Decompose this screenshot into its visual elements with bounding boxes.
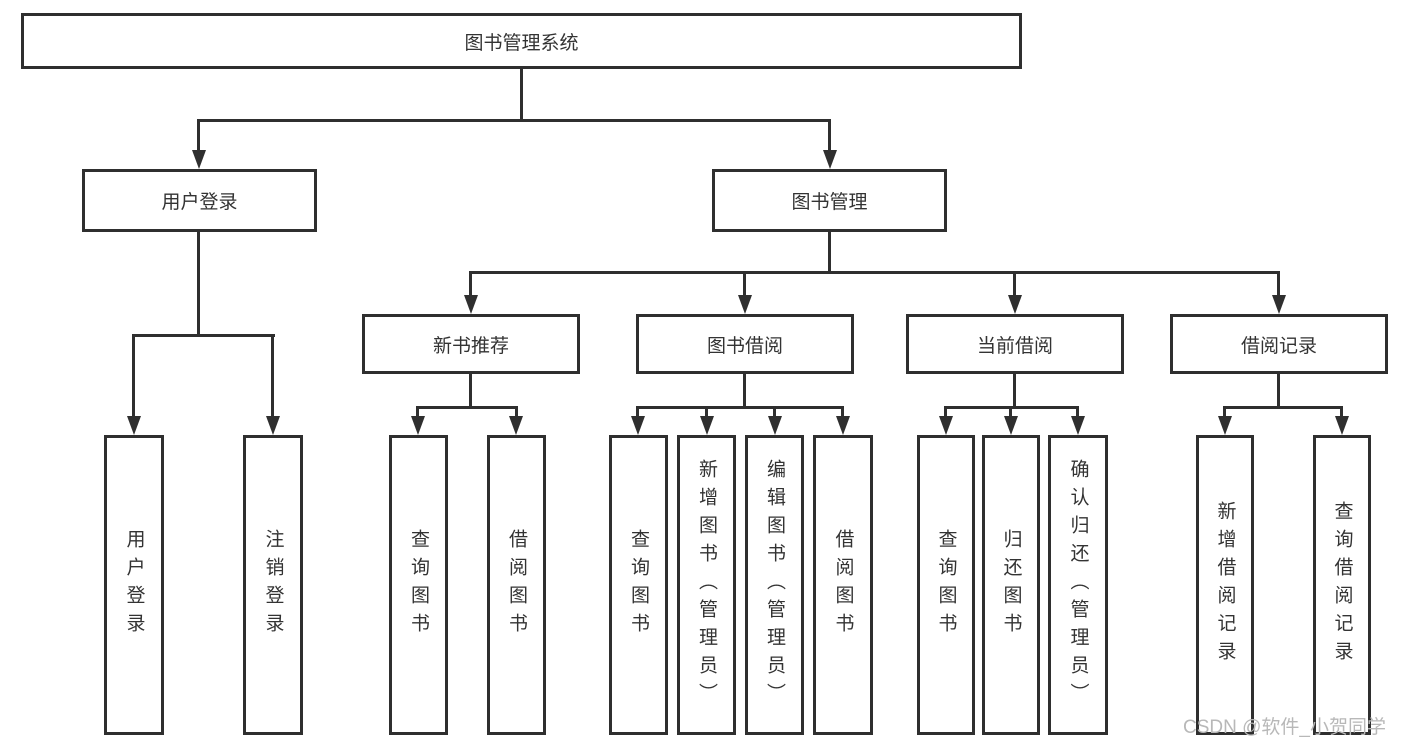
arrow-head-bb-borrow [836,416,850,435]
connector-new-book-drop [469,271,472,295]
node-query-borrow-record-label: 查询借阅记录 [1331,501,1353,669]
arrow-head-cb-confirm [1071,416,1085,435]
connector-bb-add-drop [705,406,708,416]
node-query-books-current: 查询图书 [917,435,975,735]
connector-br-query-drop [1340,406,1343,416]
connector-br-add-drop [1223,406,1226,416]
arrow-head-cb-return [1004,416,1018,435]
node-add-borrow-record-label: 新增借阅记录 [1214,501,1236,669]
node-new-book-recommend-label: 新书推荐 [432,335,509,357]
node-new-book-recommend: 新书推荐 [362,314,580,374]
connector-leaf-user-login-drop [132,334,135,416]
node-user-login-label: 用户登录 [161,192,238,213]
node-borrowing-records-label: 借阅记录 [1240,335,1317,357]
connector-cb-stem [1013,374,1016,407]
node-query-books-recommend-label: 查询图书 [408,529,429,641]
connector-bb-branch [637,406,844,409]
arrow-head-br-add [1218,416,1232,435]
node-borrow-books-recommend-label: 借阅图书 [506,529,527,641]
node-library-system-label: 图书管理系统 [464,32,579,54]
connector-level3-branch [470,271,1279,274]
node-borrowing-records: 借阅记录 [1170,314,1388,374]
arrow-head-borrow-record [1272,295,1286,314]
connector-user-login-drop [197,119,200,150]
arrow-head-cb-query [939,416,953,435]
arrow-head-current-borrow [1008,295,1022,314]
arrow-head-leaf-logout [266,416,280,435]
connector-br-stem [1277,374,1280,407]
arrow-head-book-borrow [738,295,752,314]
node-edit-books-admin-label: 编辑图书（管理员） [764,459,785,711]
node-query-books-borrowing: 查询图书 [609,435,668,735]
node-return-books: 归还图书 [982,435,1040,735]
connector-bb-stem [743,374,746,407]
arrow-head-book-mgmt [823,150,837,169]
node-current-borrowing-label: 当前借阅 [976,335,1053,357]
arrow-head-leaf-user-login [127,416,141,435]
connector-user-group-stem [197,232,200,336]
node-query-borrow-record: 查询借阅记录 [1313,435,1371,735]
node-return-books-label: 归还图书 [1000,529,1022,641]
connector-nbr-borrow-drop [515,406,518,416]
connector-level2-branch [197,119,831,122]
arrow-head-nbr-query [411,416,425,435]
connector-nbr-stem [469,374,472,407]
node-add-books-admin-label: 新增图书（管理员） [696,459,717,711]
node-query-books-recommend: 查询图书 [389,435,448,735]
watermark: CSDN @软件_小贺同学 [1183,717,1386,738]
node-borrow-books-recommend: 借阅图书 [487,435,546,735]
connector-bb-borrow-drop [841,406,844,416]
node-leaf-logout: 注销登录 [243,435,303,735]
connector-cb-query-drop [944,406,947,416]
connector-root-stem [520,69,523,121]
node-user-login: 用户登录 [82,169,317,232]
connector-book-borrow-drop [743,271,746,295]
node-edit-books-admin: 编辑图书（管理员） [745,435,804,735]
arrow-head-new-book [464,295,478,314]
connector-nbr-branch [417,406,518,409]
arrow-head-bb-edit [768,416,782,435]
node-leaf-logout-label: 注销登录 [262,529,284,641]
arrow-head-br-query [1335,416,1349,435]
connector-br-branch [1224,406,1343,409]
node-book-borrowing-label: 图书借阅 [706,335,783,357]
connector-book-mgmt-drop [828,119,831,150]
node-query-books-borrowing-label: 查询图书 [628,529,649,641]
node-leaf-user-login-label: 用户登录 [123,529,145,641]
node-borrow-books-borrowing-label: 借阅图书 [832,529,854,641]
node-library-system: 图书管理系统 [21,13,1022,69]
node-book-management: 图书管理 [712,169,947,232]
node-query-books-current-label: 查询图书 [935,529,957,641]
node-add-borrow-record: 新增借阅记录 [1196,435,1254,735]
connector-cb-confirm-drop [1076,406,1079,416]
connector-user-group-branch [133,334,275,337]
node-leaf-user-login: 用户登录 [104,435,164,735]
connector-cb-branch [945,406,1079,409]
connector-nbr-query-drop [416,406,419,416]
node-book-borrowing: 图书借阅 [636,314,854,374]
connector-leaf-logout-drop [271,334,274,416]
connector-bb-edit-drop [773,406,776,416]
connector-cb-return-drop [1009,406,1012,416]
connector-borrow-record-drop [1277,271,1280,295]
node-confirm-return-admin-label: 确认归还（管理员） [1067,459,1089,711]
node-borrow-books-borrowing: 借阅图书 [813,435,873,735]
arrow-head-bb-query [631,416,645,435]
connector-current-borrow-drop [1013,271,1016,295]
arrow-head-bb-add [700,416,714,435]
arrow-head-nbr-borrow [509,416,523,435]
node-add-books-admin: 新增图书（管理员） [677,435,736,735]
node-confirm-return-admin: 确认归还（管理员） [1048,435,1108,735]
arrow-head-user-login [192,150,206,169]
connector-bb-query-drop [636,406,639,416]
node-book-management-label: 图书管理 [791,192,868,213]
node-current-borrowing: 当前借阅 [906,314,1124,374]
connector-mgmt-stem [828,232,831,273]
